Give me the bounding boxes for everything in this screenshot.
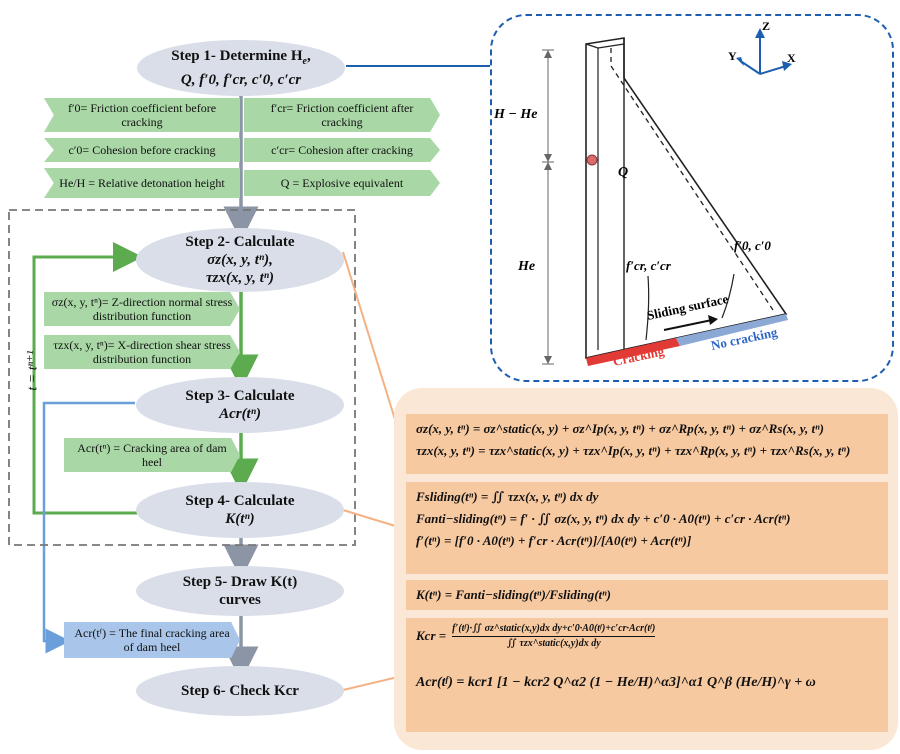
step-5-sub: curves — [219, 592, 261, 608]
step-1-ellipse: Step 1- Determine He, Q, f′0, f′cr, c′0,… — [137, 40, 345, 96]
axis-z-label: Z — [762, 19, 770, 33]
eq-kcr-lhs: Kcr = — [416, 628, 447, 643]
eq-kcr-numerator: f′(tᶠ)·∬ σz^static(x,y)dx dy+c′0·A0(tᶠ)+… — [452, 622, 656, 637]
eq-fsliding: Fsliding(tⁿ) = ∬ τzx(x, y, tⁿ) dx dy — [416, 489, 599, 504]
arrow-step3-final-area — [42, 401, 135, 654]
dim-h-minus-he: H − He — [493, 107, 537, 122]
dam-figure: Z X Y Q H − He He f′cr, c′cr f′0, c′0 Sl… — [493, 19, 796, 369]
note-cohesion-after: c′cr= Cohesion after cracking — [244, 138, 440, 162]
step-4-ellipse: Step 4- Calculate K(tⁿ) — [136, 482, 344, 538]
dam-panel — [490, 14, 894, 382]
step-2-label: Step 2- Calculate — [185, 234, 295, 250]
note-cohesion-before: c′0= Cohesion before cracking — [44, 138, 240, 162]
note-final-cracking-area: Acr(tᶠ) = The final cracking area of dam… — [64, 622, 240, 658]
step-4-label: Step 4- Calculate — [185, 493, 295, 509]
connector-step4-eq — [342, 509, 403, 529]
note-sigma-function: σz(x, y, tⁿ)= Z-direction normal stress … — [44, 292, 240, 326]
eq-tau: τzx(x, y, tⁿ) = τzx^static(x, y) + τzx^I… — [416, 443, 851, 458]
step-4-k: K(tⁿ) — [225, 511, 255, 527]
note-friction-after: f′cr= Friction coefficient after crackin… — [244, 98, 440, 132]
step-5-ellipse: Step 5- Draw K(t) curves — [136, 566, 344, 616]
explosive-marker — [586, 154, 598, 166]
note-relative-height: He/H = Relative detonation height — [44, 168, 240, 198]
eq-fprime: f′(tⁿ) = [f′0 · A0(tⁿ) + f′cr · Acr(tⁿ)]… — [416, 533, 692, 548]
eq-kcr-group: Kcr = f′(tᶠ)·∬ σz^static(x,y)dx dy+c′0·A… — [406, 618, 888, 732]
eq-kcr-denominator: ∬ τzx^static(x,y)dx dy — [506, 638, 601, 649]
eq-k: K(tⁿ) = Fanti−sliding(tⁿ)/Fsliding(tⁿ) — [416, 587, 611, 602]
step-6-ellipse: Step 6- Check Kcr — [136, 666, 344, 716]
eq-k-group: K(tⁿ) = Fanti−sliding(tⁿ)/Fsliding(tⁿ) — [406, 580, 888, 610]
eq-acr: Acr(tᶠ) = kcr1 [1 − kcr2 Q^α2 (1 − He/H)… — [416, 675, 816, 690]
label-fcr-ccr: f′cr, c′cr — [626, 258, 672, 273]
step-3-acr: Acr(tⁿ) — [219, 406, 261, 422]
note-tau-function: τzx(x, y, tⁿ)= X-direction shear stress … — [44, 335, 240, 369]
dim-he: He — [517, 259, 535, 274]
loop-arrow — [32, 242, 143, 515]
label-f0-c0: f′0, c′0 — [734, 238, 771, 253]
note-cracking-area: Acr(tⁿ) = Cracking area of dam heel — [64, 438, 240, 472]
eq-sigma: σz(x, y, tⁿ) = σz^static(x, y) + σz^Ip(x… — [416, 421, 824, 436]
axis-y-label: Y — [728, 49, 737, 63]
step-2-sigma: σz(x, y, tⁿ), — [207, 252, 273, 268]
step-5-label: Step 5- Draw K(t) — [182, 574, 298, 590]
loop-label: t = tⁿ⁺¹ — [25, 350, 41, 391]
iteration-box — [8, 209, 356, 546]
step-1-params: Q, f′0, f′cr, c′0, c′cr — [180, 72, 302, 88]
axis-x-label: X — [787, 51, 796, 65]
step-3-ellipse: Step 3- Calculate Acr(tⁿ) — [136, 377, 344, 433]
connector-step6-eq — [342, 675, 403, 691]
explosive-label: Q — [618, 165, 628, 180]
eq-stress-group: σz(x, y, tⁿ) = σz^static(x, y) + σz^Ip(x… — [406, 414, 888, 474]
step-1-label: Step 1- Determine H — [171, 48, 303, 64]
note-friction-before: f′0= Friction coefficient before crackin… — [44, 98, 240, 132]
note-explosive: Q = Explosive equivalent — [244, 170, 440, 196]
connector-step2-eq — [342, 251, 403, 443]
step-2-ellipse: Step 2- Calculate σz(x, y, tⁿ), τzx(x, y… — [136, 228, 344, 292]
step-2-tau: τzx(x, y, tⁿ) — [206, 270, 274, 286]
step-6-label: Step 6- Check Kcr — [181, 683, 299, 699]
sliding-surface-label: Sliding surface — [646, 291, 730, 323]
step-3-label: Step 3- Calculate — [185, 388, 295, 404]
eq-fanti: Fanti−sliding(tⁿ) = f′ · ∬ σz(x, y, tⁿ) … — [416, 511, 791, 526]
eq-force-group: Fsliding(tⁿ) = ∬ τzx(x, y, tⁿ) dx dy Fan… — [406, 482, 888, 574]
